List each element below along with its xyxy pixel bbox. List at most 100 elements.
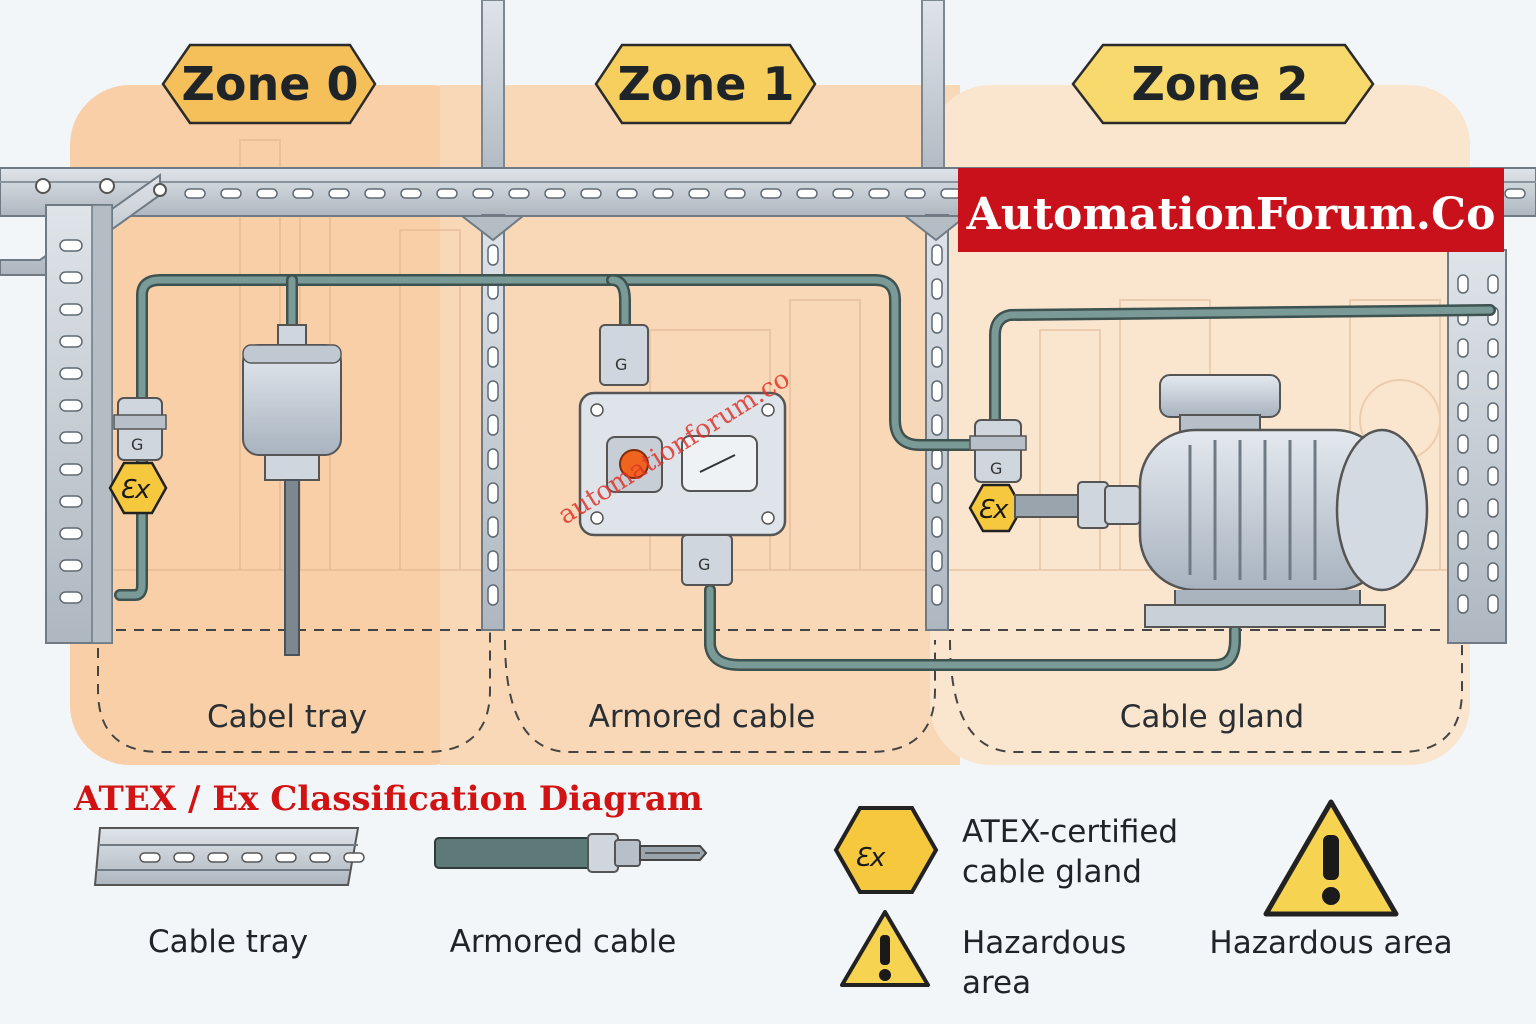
tray-slot (309, 852, 331, 863)
tray-slot (207, 852, 229, 863)
tray-slot (652, 188, 674, 199)
tray-slot (1457, 498, 1469, 518)
svg-text:Ɛx: Ɛx (977, 495, 1009, 525)
area-label-zone0: Cabel tray (207, 699, 367, 735)
legend-cable-tray-label: Cable tray (148, 924, 308, 960)
tray-slot (931, 584, 943, 606)
tray-slot (1457, 370, 1469, 390)
tray-slot (220, 188, 242, 199)
tray-slot (616, 188, 638, 199)
tray-slot (472, 188, 494, 199)
tray-slot (328, 188, 350, 199)
tray-slot (59, 399, 83, 412)
tray-slot (904, 188, 926, 199)
tray-slot (292, 188, 314, 199)
tray-slot (1457, 338, 1469, 358)
svg-text:G: G (698, 555, 710, 574)
zone0-ex-badge: Ɛx (108, 461, 168, 515)
vertical-columns (45, 204, 1507, 644)
warning-triangle-icon-small (840, 910, 930, 987)
tray-slot (59, 239, 83, 252)
tray-slot (580, 188, 602, 199)
tray-slot (931, 380, 943, 402)
tray-slot (59, 271, 83, 284)
svg-text:Ɛx: Ɛx (854, 843, 886, 873)
tray-slot (1457, 274, 1469, 294)
zone0-outline (97, 630, 491, 753)
tray-slot (1457, 466, 1469, 486)
tray-slot (173, 852, 195, 863)
area-label-zone2: Cable gland (1120, 699, 1304, 735)
tray-slot (487, 380, 499, 402)
tray-slot (1504, 188, 1526, 199)
tray-slot (1487, 498, 1499, 518)
top-posts (481, 0, 945, 186)
svg-text:G: G (131, 435, 143, 454)
legend-hazard-area-label: Hazardous area (1209, 925, 1452, 961)
tray-slot (487, 346, 499, 368)
tray-slot (931, 516, 943, 538)
motor-shaft-connector (1014, 481, 1141, 529)
tray-slot (688, 188, 710, 199)
tray-slot (487, 448, 499, 470)
zone2-outline (949, 639, 1463, 753)
tray-slot (1457, 530, 1469, 550)
tray-slot (343, 852, 365, 863)
armored-cables (114, 274, 1496, 671)
tray-slot (487, 550, 499, 572)
tray-slot (59, 367, 83, 380)
tray-slot (1457, 434, 1469, 454)
tray-slot (931, 312, 943, 334)
tray-slot (1457, 402, 1469, 422)
legend-ex-label-line1: ATEX-certified (962, 814, 1178, 850)
tray-slot (59, 303, 83, 316)
tray-slot (1487, 402, 1499, 422)
legend-hazard-label-line2: area (962, 965, 1031, 1001)
zone-2-badge: Zone 2 (1071, 43, 1375, 125)
zone1-junction-box: G G (578, 324, 787, 586)
tray-slot (59, 495, 83, 508)
zone2-cable-gland: G (969, 419, 1027, 483)
refinery-background (70, 139, 1470, 571)
tray-slot (59, 527, 83, 540)
tray-slot (1487, 434, 1499, 454)
indicator-lamp (619, 449, 649, 479)
tray-slot (931, 278, 943, 300)
legend-hazard-label-line1: Hazardous (962, 925, 1126, 961)
tray-slot (59, 335, 83, 348)
tray-slot (487, 312, 499, 334)
tray-slot (832, 188, 854, 199)
tray-slot (256, 188, 278, 199)
svg-text:G: G (615, 355, 627, 374)
tray-slot (931, 244, 943, 266)
svg-text:Ɛx: Ɛx (119, 475, 151, 505)
tray-slot (59, 431, 83, 444)
area-label-zone1: Armored cable (589, 699, 816, 735)
tray-slot (931, 448, 943, 470)
tray-slot (868, 188, 890, 199)
zone2-ex-badge: Ɛx (968, 483, 1024, 533)
tray-slot (760, 188, 782, 199)
tray-slot (364, 188, 386, 199)
tray-slot (59, 463, 83, 476)
zone1-outline (504, 639, 936, 753)
legend-ex-icon: Ɛx (833, 806, 939, 894)
tray-slot (1487, 338, 1499, 358)
tray-slot (544, 188, 566, 199)
legend-cable-tray-icon (93, 827, 365, 886)
tray-slot (241, 852, 263, 863)
tray-slot (400, 188, 422, 199)
tray-slot (931, 414, 943, 436)
diagram-title: ATEX / Ex Classification Diagram (73, 779, 703, 819)
tray-slot (1487, 370, 1499, 390)
tray-slot (931, 550, 943, 572)
zone-2-label: Zone 2 (1132, 57, 1309, 111)
tray-slot (487, 244, 499, 266)
tray-slot (59, 591, 83, 604)
tray-slot (1487, 594, 1499, 614)
tray-slot (59, 559, 83, 572)
tray-slot (931, 482, 943, 504)
tray-slot (1487, 466, 1499, 486)
tray-slot (1457, 562, 1469, 582)
